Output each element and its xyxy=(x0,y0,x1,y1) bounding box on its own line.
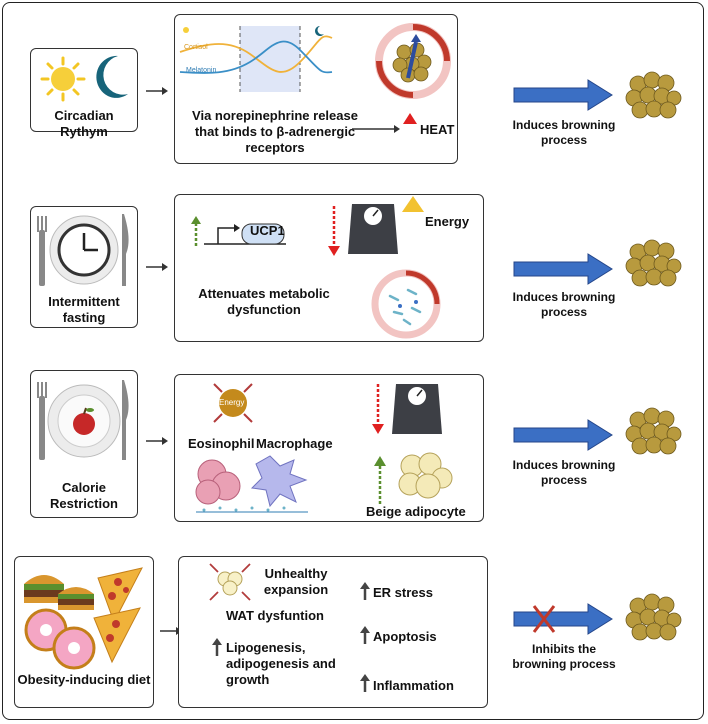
mechanism-text: Via norepinephrine release that binds to… xyxy=(192,108,358,155)
up-arrow-icon xyxy=(360,582,370,600)
plate-apple-icon xyxy=(37,380,129,460)
beige-up-arrow xyxy=(374,456,386,504)
to-heat-arrow xyxy=(352,125,400,133)
scale-icon xyxy=(392,384,442,434)
outcome-arrow xyxy=(513,253,613,285)
immune-cells-icon xyxy=(195,455,308,513)
brown-fat-cluster-icon xyxy=(625,239,682,287)
trigger-label: Calorie Restriction xyxy=(50,480,118,511)
trigger-label: Intermittent fasting xyxy=(48,294,120,325)
clock-plate-icon xyxy=(37,214,129,286)
mechanism-text: Attenuates metabolic dysfunction xyxy=(198,286,330,317)
apoptosis-label: Apoptosis xyxy=(373,629,437,644)
microbiota-cycle-icon xyxy=(371,269,441,339)
outcome-label: Inhibits the browning process xyxy=(512,642,616,671)
unhealthy-label: Unhealthy expansion xyxy=(263,566,329,597)
blocked-outcome-arrow xyxy=(513,603,613,635)
brown-fat-cluster-icon xyxy=(625,593,682,641)
weight-down-arrow xyxy=(372,384,384,434)
circadian-hormone-chart xyxy=(179,26,333,92)
beige-label: Beige adipocyte xyxy=(366,504,466,519)
brown-fat-cluster-icon xyxy=(625,71,682,119)
outcome-arrow xyxy=(513,79,613,111)
lipogenesis-label: Lipogenesis, adipogenesis and growth xyxy=(226,640,336,687)
energy-badge-label: Energy xyxy=(219,398,245,407)
sun-icon xyxy=(40,56,86,102)
up-arrow-icon xyxy=(360,674,370,692)
trigger-box-circadian xyxy=(30,48,138,132)
energy-badge-icon xyxy=(213,383,253,423)
gene-label: UCP1 xyxy=(250,223,285,238)
outcome-label: Induces browning process xyxy=(512,290,616,319)
cortisol-label: Cortisol xyxy=(184,44,208,51)
beige-adipocyte-icon xyxy=(398,452,453,499)
macrophage-label: Macrophage xyxy=(256,436,333,451)
flow-arrow xyxy=(146,437,168,445)
outcome-arrow xyxy=(513,419,613,451)
gene-upregulation-icon xyxy=(191,216,286,246)
brown-fat-cluster-icon xyxy=(625,407,682,455)
outcome-label: Induces browning process xyxy=(512,118,616,147)
trigger-label: Circadian Rythym xyxy=(54,108,114,139)
outcome-label: Induces browning process xyxy=(512,458,616,487)
heat-arrow-icon xyxy=(403,113,417,152)
inflammation-label: Inflammation xyxy=(373,678,454,693)
wat-label: WAT dysfuntion xyxy=(226,608,324,623)
flow-arrow xyxy=(146,87,168,95)
scale-icon xyxy=(348,204,398,254)
weight-down-arrow xyxy=(328,206,340,256)
er-stress-label: ER stress xyxy=(373,585,433,600)
flow-arrow xyxy=(146,263,168,271)
energy-label: Energy xyxy=(425,214,470,229)
eosinophil-label: Eosinophil xyxy=(188,436,255,451)
up-arrow-icon xyxy=(212,638,222,656)
trigger-label: Obesity-inducing diet xyxy=(17,672,151,687)
moon-icon xyxy=(96,55,128,98)
junk-food-icon xyxy=(24,567,143,670)
up-arrow-icon xyxy=(360,626,370,644)
melatonin-label: Melatonin xyxy=(186,67,217,74)
energy-up-arrow xyxy=(402,196,424,260)
unhealthy-expansion-icon xyxy=(209,563,251,601)
heat-label: HEAT xyxy=(420,122,455,137)
fat-cell-cycle-icon xyxy=(375,23,451,99)
